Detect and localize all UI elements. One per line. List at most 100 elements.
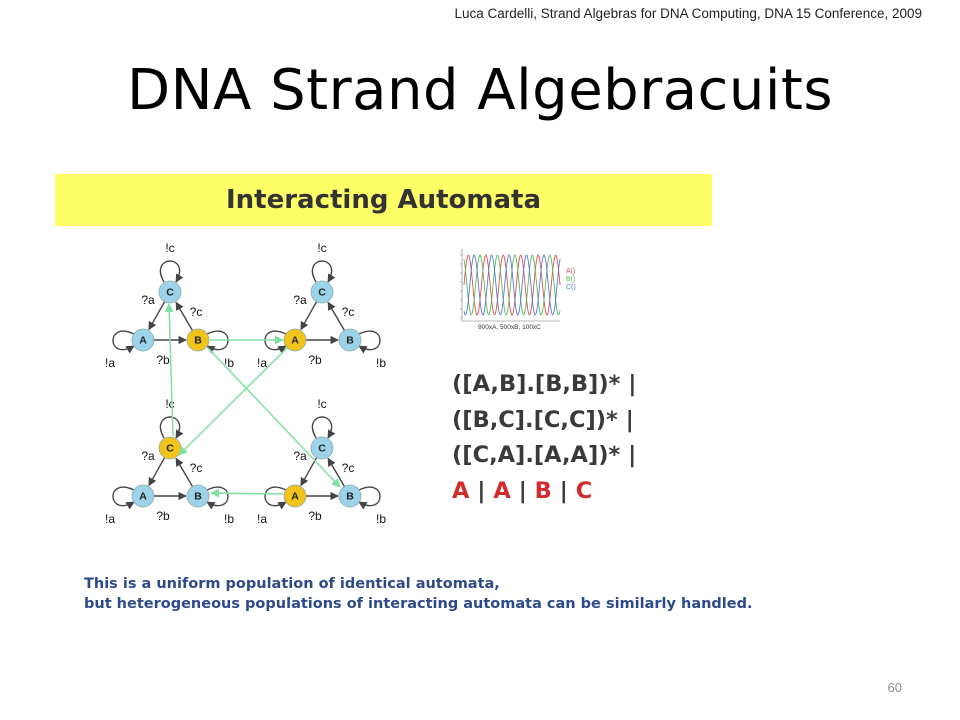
expression-line: ([A,B].[B,B])* | [452,371,637,397]
node-c [310,436,334,460]
loop-label-c: !c [165,397,174,411]
edge-b-to-c [175,301,194,331]
mini-legend-a: A() [566,268,575,275]
loop-label-b: !b [376,512,386,526]
automaton-4: C A B !c !a !b ?a ?c ?b [257,397,386,526]
node-b [338,328,362,352]
expression-line: ([B,C].[C,C])* | [452,406,634,433]
banner-title: Interacting Automata [225,185,542,215]
state-b: B [534,477,552,504]
loop-label-c: !c [317,397,326,411]
caption-line: but heterogeneous populations of interac… [84,596,753,612]
node-c-label: C [166,442,174,454]
edge-label-ca: ?a [141,293,155,307]
state-separator: | [518,477,527,504]
node-a [131,484,155,508]
interaction-link [210,488,284,498]
edge-c-to-a [300,301,318,331]
caption: This is a uniform population of identica… [84,574,753,614]
automaton-3: C A B !c !a !b ?a ?c ?b [105,397,234,526]
mini-trace [463,254,561,316]
loop-label-c: !c [317,241,326,255]
automaton-2: C A B !c !a !b ?a ?c ?b [257,241,386,370]
node-c [310,280,334,304]
edge-b-to-c [327,301,346,331]
self-loop-c [159,416,184,439]
node-b-label: B [194,334,202,346]
node-c-label: C [318,442,326,454]
node-b-label: B [194,490,202,502]
self-loop-b [358,486,381,510]
edge-label-bc: ?c [190,461,203,475]
mini-plot-axis-label: 900xA, 500xB, 100xC [478,324,541,331]
loop-label-a: !a [257,512,267,526]
node-a [131,328,155,352]
mini-legend-b: B() [566,276,575,283]
edge-label-ab: ?b [156,353,170,367]
mini-legend-c: C() [566,284,576,291]
edge-c-to-a [300,457,318,487]
state-c: C [575,477,593,504]
caption-line: This is a uniform population of identica… [84,576,500,592]
edge-c-to-a [148,301,166,331]
loop-label-b: !b [224,512,234,526]
simulation-plot: 900xA, 500xB, 100xC A() B() C() [460,249,576,331]
edge-label-ab: ?b [308,509,322,523]
loop-label-a: !a [105,356,115,370]
loop-label-a: !a [257,356,267,370]
node-b [338,484,362,508]
page-number: 60 [887,680,902,695]
automaton-1: C A B !c !a !b ?a ?c ?b [105,241,234,370]
state-a1: A [452,477,470,504]
expression-line: ([C,A].[A,A])* | [452,442,637,468]
self-loop-a [112,330,135,354]
node-c [158,280,182,304]
loop-label-b: !b [224,356,234,370]
edge-b-to-c [327,457,346,487]
node-a [283,328,307,352]
self-loop-b [358,330,381,354]
node-a-label: A [139,334,147,346]
node-b-label: B [346,334,354,346]
self-loop-c [311,260,336,283]
node-a-label: A [291,490,299,502]
loop-label-c: !c [165,241,174,255]
state-separator: | [477,477,486,504]
node-a-label: A [291,334,299,346]
strand-expressions: ([A,B].[B,B])* | ([B,C].[C,C])* | ([C,A]… [452,367,636,509]
interaction-link [164,303,174,437]
edge-label-bc: ?c [342,305,355,319]
slide-title: DNA Strand Algebracuits [126,58,834,123]
initial-state: A | A | B | C [452,474,636,510]
node-a [283,484,307,508]
edge-label-ab: ?b [308,353,322,367]
loop-label-b: !b [376,356,386,370]
edge-label-ab: ?b [156,509,170,523]
node-c-label: C [166,286,174,298]
edge-label-bc: ?c [342,461,355,475]
interaction-link [207,347,341,488]
self-loop-a [264,486,287,510]
edge-b-to-c [175,457,194,487]
edge-label-bc: ?c [190,305,203,319]
edge-label-ca: ?a [293,449,307,463]
edge-c-to-a [148,457,166,487]
loop-label-a: !a [105,512,115,526]
self-loop-a [112,486,135,510]
citation: Luca Cardelli, Strand Algebras for DNA C… [454,6,922,21]
node-b-label: B [346,490,354,502]
self-loop-b [206,486,229,510]
node-c-label: C [318,286,326,298]
edge-label-ca: ?a [141,449,155,463]
state-a2: A [493,477,511,504]
edge-label-ca: ?a [293,293,307,307]
self-loop-c [159,260,184,283]
interaction-link [178,347,288,456]
state-separator: | [559,477,568,504]
node-b [186,484,210,508]
banner: Interacting Automata [55,174,712,226]
node-b [186,328,210,352]
self-loop-c [311,416,336,439]
node-a-label: A [139,490,147,502]
